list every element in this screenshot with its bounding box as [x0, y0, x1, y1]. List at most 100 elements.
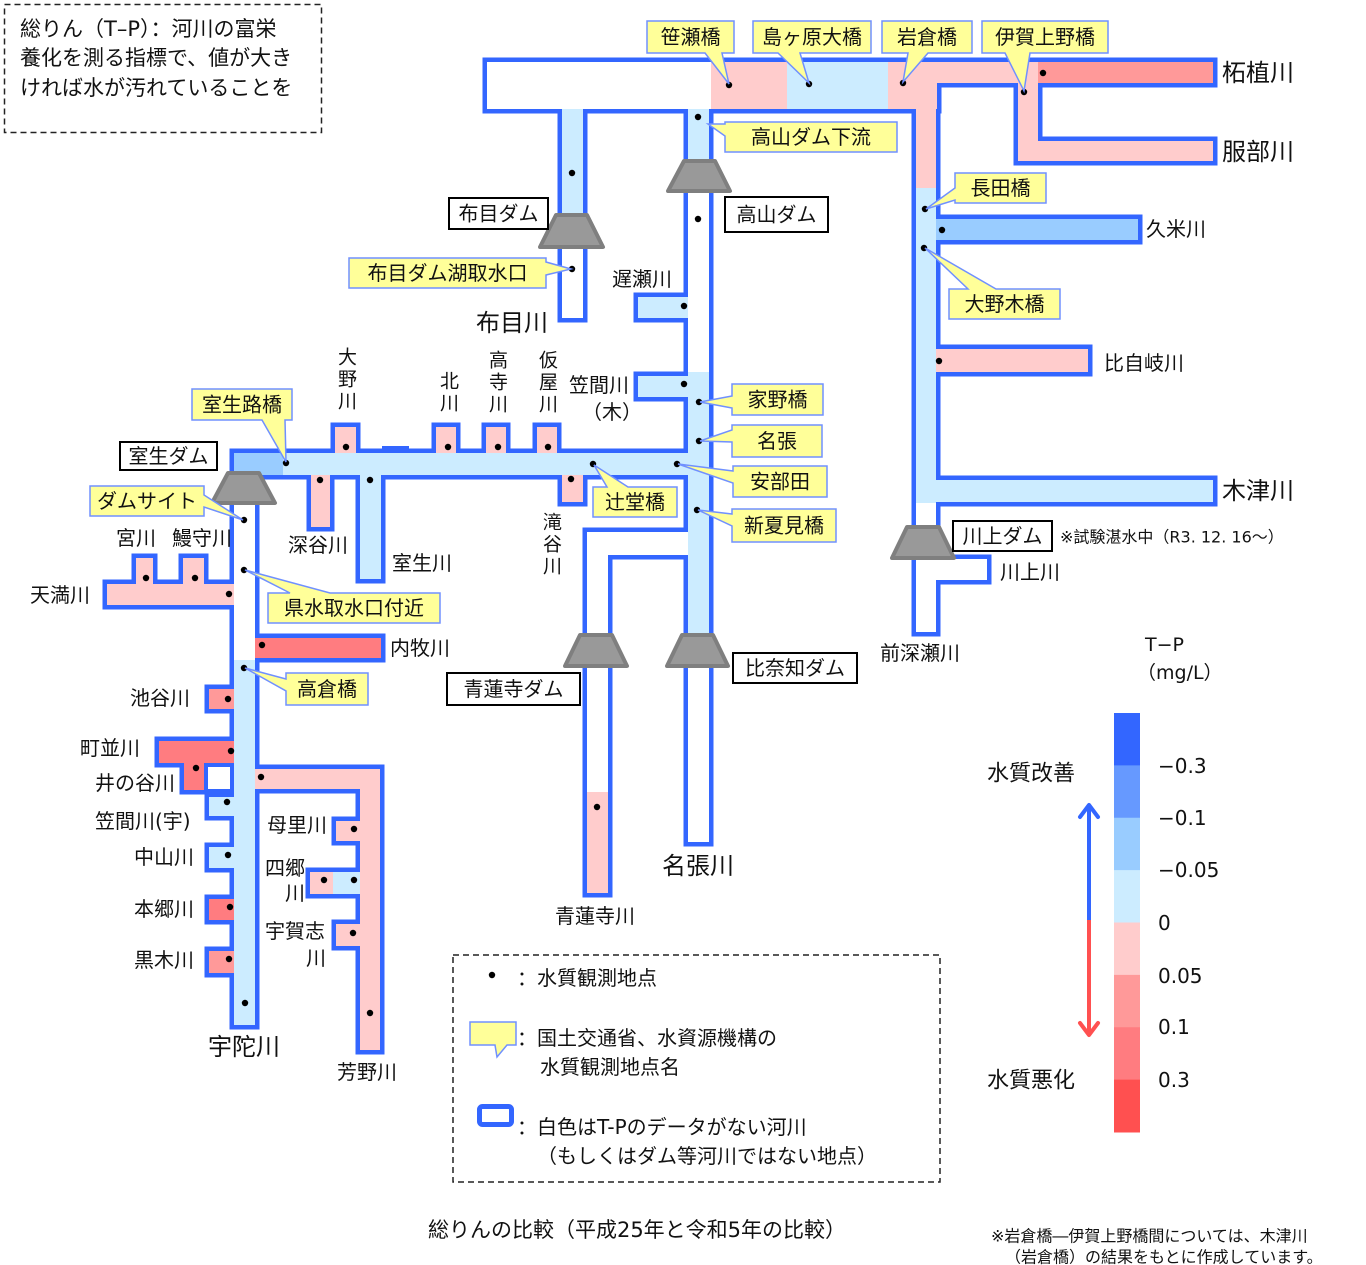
- callout-shinnatsumi-bridge: 新夏見橋: [697, 508, 837, 543]
- dam-label-shorenji: 青蓮寺ダム: [446, 672, 581, 706]
- station-callouts: 笹瀬橋 島ヶ原大橋 岩倉橋 伊賀上野橋 高山ダム下流 長田橋 大野木橋 家野橋: [89, 20, 1109, 706]
- river-label-ugashi: 宇賀志: [265, 919, 325, 943]
- improve-arrow-icon: [1078, 803, 1100, 920]
- dam-label-text: 室生ダム: [129, 444, 209, 468]
- dam-labels: 布目ダム 高山ダム 室生ダム 川上ダム 青蓮寺ダム 比奈知ダム ※試験湛水中（R…: [119, 196, 1284, 706]
- river-segment-ugashi: [336, 924, 360, 946]
- callout-label: 県水取水口付近: [284, 596, 424, 620]
- river-segment-uchimaki: [255, 638, 381, 658]
- scale-tick-label: 0.05: [1158, 964, 1203, 988]
- footnote-line: ※岩倉橋―伊賀上野橋間については、木津川: [991, 1227, 1308, 1246]
- river-segment-kizu_mid: [916, 188, 936, 503]
- observation-point: [938, 226, 946, 234]
- river-segments: [107, 62, 1213, 1050]
- callout-label: 辻堂橋: [605, 490, 665, 514]
- callout-dam-site: ダムサイト: [89, 485, 244, 521]
- callout-bubble: [699, 383, 824, 416]
- river-label-ono: 大野川: [335, 347, 357, 413]
- river-segment-shorenji_low: [587, 792, 608, 893]
- observation-point: [258, 641, 266, 649]
- scale-tick-label: 0.3: [1158, 1068, 1190, 1092]
- key-outline-text: （もしくはダム等河川ではない地点）: [537, 1144, 877, 1168]
- key-outline-text: ：白色はT-Pのデータがない河川: [517, 1115, 807, 1139]
- river-label-mori: 母里川: [267, 813, 327, 837]
- symbol-key: ：水質観測地点 ：国土交通省、水資源機構の 水質観測地点名 ：白色はT-Pのデー…: [452, 954, 941, 1183]
- callout-bubble: [697, 508, 837, 543]
- river-label-fukatani: 深谷川: [288, 533, 348, 557]
- callout-bubble: [191, 388, 293, 463]
- observation-point: [680, 380, 688, 388]
- river-segment-top_white: [487, 62, 711, 109]
- river-segment-ono: [335, 427, 356, 453]
- river-label-hijiki: 比自岐川: [1104, 351, 1184, 375]
- observation-point: [695, 398, 703, 406]
- callout-label: 笹瀬橋: [661, 25, 721, 49]
- scale-class-swatch: [1114, 922, 1140, 976]
- callout-bubble: [924, 247, 1061, 320]
- river-segment-fukatani: [311, 475, 330, 527]
- callout-label: 高山ダム下流: [751, 125, 871, 149]
- river-segment-kasama_ki: [638, 376, 688, 397]
- river-label-shorenji: 青蓮寺川: [555, 904, 635, 928]
- callout-label: 長田橋: [971, 176, 1031, 200]
- river-segment-inotani: [184, 763, 204, 790]
- river-label-shigo: 四郷: [265, 856, 305, 880]
- river-label-murogawa: 室生川: [392, 551, 452, 575]
- observation-point: [320, 876, 328, 884]
- arrow-up-icon: [1078, 803, 1100, 819]
- callout-bubble: [677, 463, 828, 498]
- key-callout-text: 水質観測地点名: [540, 1055, 680, 1079]
- observation-point: [444, 443, 452, 451]
- dam-icon-takayama: [666, 159, 732, 193]
- observation-point: [342, 443, 350, 451]
- callout-prefectural-intake: 県水取水口付近: [244, 569, 441, 624]
- observation-point: [349, 929, 357, 937]
- river-label-uchimaki: 内牧川: [390, 636, 450, 660]
- river-label-unamori: 鰻守川: [172, 526, 232, 550]
- observation-point: [366, 476, 374, 484]
- callout-bubble: [592, 464, 678, 518]
- river-segment-blank_cell: [208, 767, 230, 789]
- scale-title: T−P: [1144, 634, 1184, 656]
- river-label-hongo: 本郷川: [134, 897, 194, 921]
- callout-abeta: 安部田: [677, 463, 828, 498]
- river-label-nabari: 名張川: [662, 852, 734, 880]
- river-segment-kasama_u: [209, 797, 234, 816]
- river-label-kizu: 木津川: [1222, 477, 1294, 505]
- river-segment-murogawa: [360, 475, 381, 579]
- river-segment-kawakami: [936, 559, 987, 580]
- river-segment-takitani: [562, 475, 583, 502]
- river-label-tenma: 天満川: [30, 583, 90, 607]
- explanation-note: 総りん（T–P）：河川の富栄 養化を測る指標で、値が大き ければ水が汚れているこ…: [3, 3, 323, 134]
- river-segment-nunome_down: [562, 109, 583, 215]
- callout-label: 家野橋: [748, 388, 808, 412]
- callout-iwakura-bridge: 岩倉橋: [881, 20, 973, 85]
- callout-label: 新夏見橋: [744, 514, 824, 538]
- observation-point: [191, 574, 199, 582]
- river-label-uda: 宇陀川: [208, 1033, 280, 1061]
- callout-label: 伊賀上野橋: [995, 25, 1095, 49]
- observation-point: [935, 357, 943, 365]
- observation-point: [192, 764, 200, 772]
- observation-point: [350, 825, 358, 833]
- river-segment-tenma: [107, 584, 234, 605]
- observation-point: [673, 460, 681, 468]
- callout-label: 室生路橋: [202, 393, 282, 417]
- observation-point: [921, 205, 929, 213]
- callout-label: 名張: [757, 429, 797, 453]
- dam-icon-kawakami: [890, 525, 956, 560]
- dam-label-box: [952, 520, 1053, 552]
- callout-bubble: [925, 172, 1047, 210]
- river-segment-shigo_l: [310, 872, 333, 894]
- observation-point: [593, 803, 601, 811]
- observation-point: [694, 113, 702, 121]
- dam-label-hinachi: 比奈知ダム: [732, 652, 858, 684]
- river-label-kuroki: 黒木川: [134, 948, 194, 972]
- observation-point: [725, 81, 733, 89]
- observation-point: [350, 876, 358, 884]
- callout-murojibashi: 室生路橋: [191, 388, 293, 463]
- symbol-key-border: [452, 954, 941, 1183]
- river-label-ugashi: 川: [306, 946, 326, 970]
- footnote-line: （岩倉橋）の結果をもとに作成しています。: [1005, 1248, 1323, 1265]
